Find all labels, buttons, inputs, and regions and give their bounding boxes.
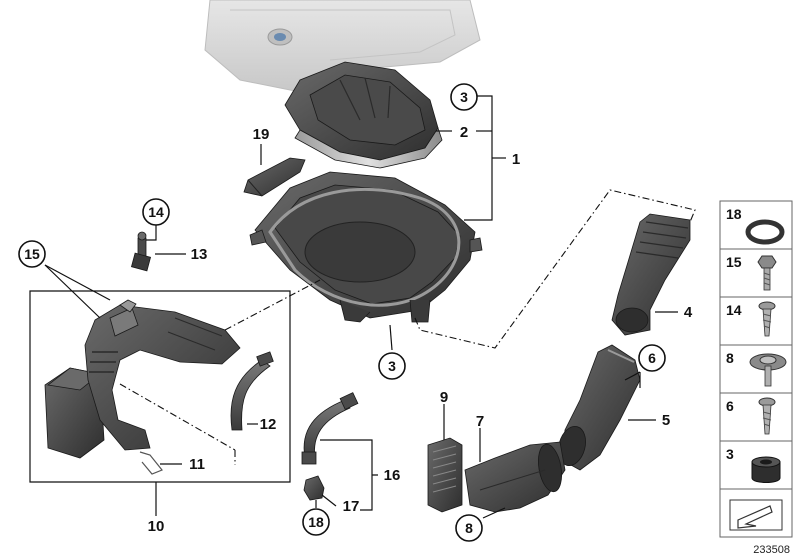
part-5-connecting-duct[interactable]: [554, 344, 641, 471]
svg-text:3: 3: [388, 358, 396, 374]
legend-row-6[interactable]: 6: [719, 392, 793, 442]
rubber-grommet-icon: [751, 456, 781, 483]
callout-11[interactable]: 11: [189, 456, 205, 473]
part-12-vent-hose[interactable]: [230, 351, 274, 431]
part-4-intake-duct[interactable]: [611, 213, 691, 336]
svg-text:8: 8: [465, 520, 473, 536]
svg-text:14: 14: [726, 302, 742, 318]
part-7-air-duct[interactable]: [464, 441, 566, 513]
svg-text:3: 3: [460, 89, 468, 105]
callout-3-top[interactable]: 3: [450, 83, 478, 111]
callout-2[interactable]: 2: [460, 124, 468, 141]
callout-3-bottom[interactable]: 3: [378, 352, 406, 380]
callout-1[interactable]: 1: [512, 151, 520, 168]
legend-row-14[interactable]: 14: [719, 296, 793, 346]
parts-legend: 18 15 14 8: [719, 200, 793, 538]
reference-number: 233508: [753, 544, 790, 556]
svg-text:6: 6: [648, 350, 656, 366]
legend-row-arrow[interactable]: [719, 488, 793, 538]
svg-text:8: 8: [726, 350, 734, 366]
part-10-resonator-box[interactable]: [44, 367, 105, 459]
arrow-sign-icon: [729, 499, 783, 531]
callout-17[interactable]: 17: [343, 498, 360, 515]
svg-text:3: 3: [726, 446, 734, 462]
part-10-assembly-frame: [29, 290, 291, 483]
screw-icon: [758, 397, 776, 435]
svg-text:6: 6: [726, 398, 734, 414]
bolt-icon: [757, 255, 777, 291]
svg-text:15: 15: [24, 246, 40, 262]
callout-16[interactable]: 16: [384, 467, 401, 484]
engine-cover: [204, 0, 481, 93]
legend-row-8[interactable]: 8: [719, 344, 793, 394]
svg-text:18: 18: [308, 514, 324, 530]
part-1-lower-filter-housing[interactable]: [249, 171, 483, 323]
legend-row-15[interactable]: 15: [719, 248, 793, 298]
assembly-dash-lines: [119, 189, 696, 465]
o-ring-icon: [745, 219, 785, 245]
callout-8[interactable]: 8: [455, 514, 483, 542]
callout-9[interactable]: 9: [440, 389, 448, 406]
callout-14[interactable]: 14: [142, 198, 170, 226]
part-16-vent-hose[interactable]: [301, 392, 359, 465]
callout-7[interactable]: 7: [476, 413, 484, 430]
callout-10[interactable]: 10: [148, 518, 165, 535]
callout-19[interactable]: 19: [253, 126, 270, 143]
washer-screw-icon: [749, 353, 787, 387]
part-11-retaining-clip[interactable]: [139, 451, 163, 475]
screw-icon: [758, 301, 776, 337]
callout-18[interactable]: 18: [302, 508, 330, 536]
part-17-valve[interactable]: [303, 475, 325, 501]
callout-12[interactable]: 12: [260, 416, 277, 433]
legend-row-3[interactable]: 3: [719, 440, 793, 490]
part-19-seal-bracket[interactable]: [243, 157, 306, 197]
part-10-intake-duct[interactable]: [84, 299, 241, 451]
part-13-intake-sensor[interactable]: [130, 231, 152, 272]
svg-text:14: 14: [148, 204, 164, 220]
legend-row-18[interactable]: 18: [719, 200, 793, 250]
callout-6[interactable]: 6: [638, 344, 666, 372]
callout-5[interactable]: 5: [662, 412, 670, 429]
part-9-grille-element[interactable]: [427, 437, 463, 513]
callout-13[interactable]: 13: [191, 246, 208, 263]
svg-text:15: 15: [726, 254, 742, 270]
part-2-upper-housing-cover[interactable]: [284, 61, 443, 169]
callout-4[interactable]: 4: [684, 304, 693, 321]
brand-emblem-center: [274, 33, 286, 41]
callout-15[interactable]: 15: [18, 240, 46, 268]
leader-lines: [44, 95, 678, 519]
svg-text:18: 18: [726, 206, 742, 222]
